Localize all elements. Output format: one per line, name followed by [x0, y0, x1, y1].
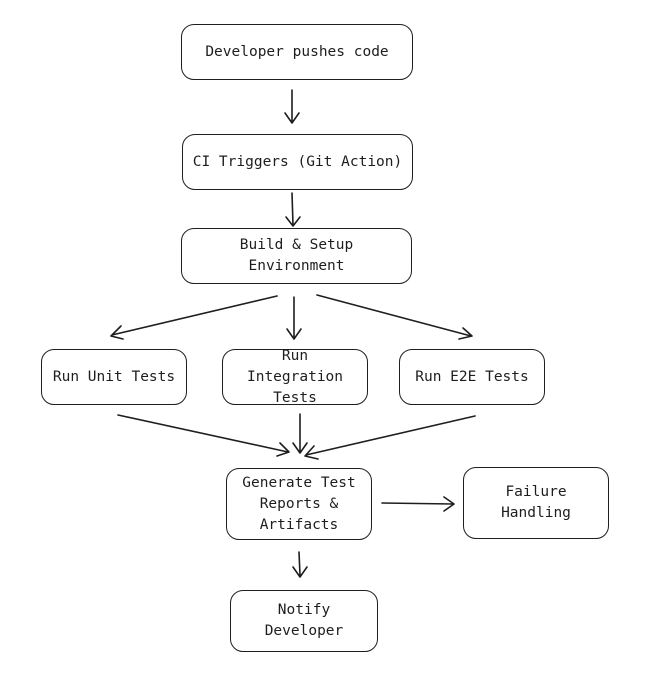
arrow-reports-to-notify: [292, 551, 308, 578]
node-ci-triggers: CI Triggers (Git Action): [182, 134, 413, 190]
node-generate-test-reports: Generate Test Reports & Artifacts: [226, 468, 372, 540]
node-developer-pushes-code: Developer pushes code: [181, 24, 413, 80]
node-label: Run Unit Tests: [52, 368, 176, 385]
node-notify-developer: Notify Developer: [230, 590, 378, 652]
arrow-e2e-to-reports: [304, 415, 476, 460]
node-label: Run E2E Tests: [415, 368, 529, 385]
node-label: Run Integration Tests: [246, 347, 344, 406]
arrow-build-to-e2e: [316, 294, 473, 340]
arrow-ci-to-build: [285, 192, 301, 227]
node-label: Developer pushes code: [205, 43, 389, 60]
arrow-reports-to-failure: [381, 496, 455, 512]
node-build-setup-environment: Build & Setup Environment: [181, 228, 412, 284]
arrow-integration-to-reports: [292, 413, 308, 454]
node-label: CI Triggers (Git Action): [192, 153, 403, 170]
node-run-integration-tests: Run Integration Tests: [222, 348, 368, 406]
arrow-build-to-integration: [286, 296, 302, 340]
arrow-push-to-ci: [284, 89, 300, 124]
node-failure-handling: Failure Handling: [463, 467, 609, 539]
node-run-unit-tests: Run Unit Tests: [41, 349, 187, 405]
arrow-unit-to-reports: [117, 414, 290, 457]
node-label: Notify Developer: [264, 602, 344, 639]
node-run-e2e-tests: Run E2E Tests: [399, 349, 545, 405]
node-label: Failure Handling: [501, 484, 571, 521]
arrow-build-to-unit: [110, 295, 278, 340]
node-label: Generate Test Reports & Artifacts: [242, 474, 356, 533]
node-label: Build & Setup Environment: [239, 237, 354, 274]
